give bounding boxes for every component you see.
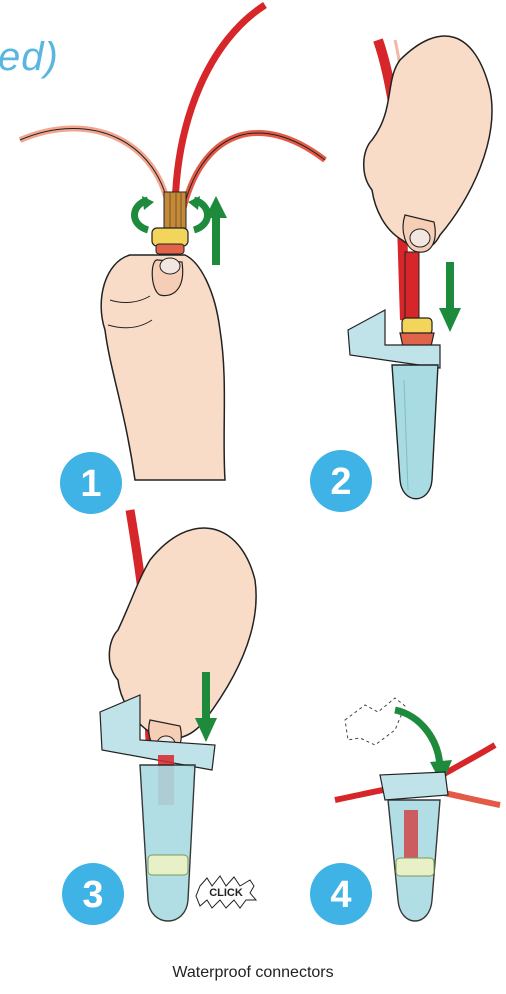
figure-caption: Waterproof connectors	[0, 964, 506, 982]
step-1-illustration	[20, 5, 325, 480]
heading-fragment: ed)	[0, 35, 59, 80]
step-badge-1: 1	[60, 452, 122, 514]
step-badge-3: 3	[62, 863, 124, 925]
step-number-2: 2	[330, 461, 351, 503]
step-badge-2: 2	[310, 450, 372, 512]
click-label: CLICK	[209, 887, 243, 899]
step-number-4: 4	[330, 874, 351, 916]
step-badge-4: 4	[310, 863, 372, 925]
step-2-illustration	[348, 36, 492, 499]
step-number-3: 3	[82, 874, 103, 916]
step-number-1: 1	[80, 463, 101, 505]
step-3-illustration	[100, 510, 256, 921]
